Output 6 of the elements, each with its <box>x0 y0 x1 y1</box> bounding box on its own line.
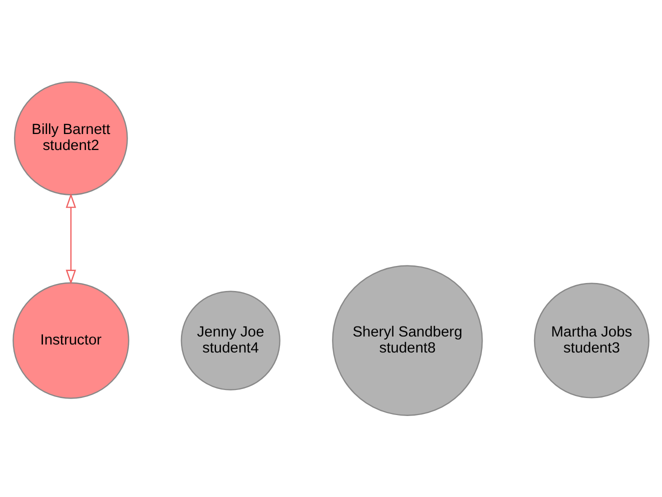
arrow <box>66 193 76 284</box>
node-circle: Jenny Joe student4 <box>180 290 280 390</box>
node-circle: Sheryl Sandberg student8 <box>332 265 483 416</box>
node-circle: Martha Jobs student3 <box>534 282 650 398</box>
node-circle: Instructor <box>12 282 130 399</box>
node-circle: Billy Barnett student2 <box>14 81 128 196</box>
